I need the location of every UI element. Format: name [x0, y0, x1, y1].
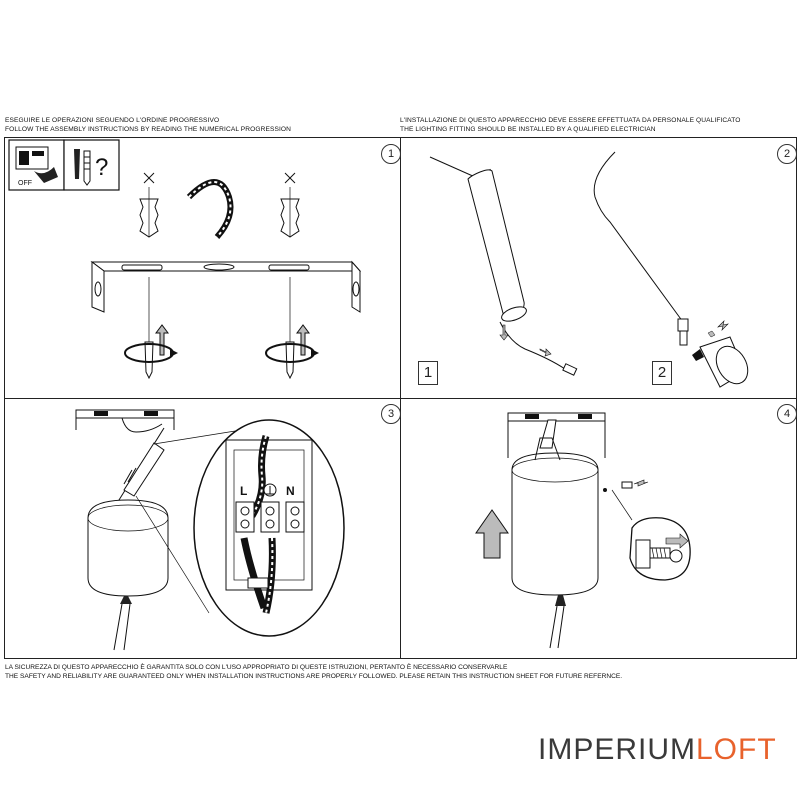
- header-left-line2: FOLLOW THE ASSEMBLY INSTRUCTIONS BY READ…: [5, 126, 291, 133]
- lamp-body-step4: [511, 437, 607, 649]
- screw-right-icon: [265, 277, 319, 380]
- panel-step-4: [400, 398, 797, 659]
- connector-wire: [499, 321, 578, 376]
- step-number-3: 3: [381, 404, 401, 424]
- screw-plug-question-icon: ?: [63, 139, 120, 191]
- step-number-4: 4: [777, 404, 797, 424]
- pendant-cord: [593, 151, 689, 346]
- header-left: ESEGUIRE LE OPERAZIONI SEGUENDO L'ORDINE…: [5, 116, 291, 134]
- brand-part2: LOFT: [696, 733, 777, 766]
- wall-plug-left-icon: [139, 172, 159, 238]
- cable-icon: [186, 179, 234, 240]
- tube-lamp-body: [429, 156, 527, 322]
- gu10-bulb-icon: [692, 320, 749, 388]
- screw-left-icon: [124, 277, 178, 380]
- terminal-l-label: L: [240, 484, 247, 498]
- brand-part1: IMPERIUM: [538, 733, 696, 766]
- ceiling-bracket-step4: [507, 412, 606, 458]
- step-number-2: 2: [777, 144, 797, 164]
- brand-logo: IMPERIUMLOFT: [538, 733, 777, 767]
- step-2-drawing: [429, 151, 749, 388]
- ceiling-bracket: [75, 409, 175, 433]
- terminal-n-label: N: [286, 484, 295, 498]
- footer-line2: THE SAFETY AND RELIABILITY ARE GUARANTEE…: [5, 673, 623, 680]
- header-right-line1: L'INSTALLAZIONE DI QUESTO APPARECCHIO DE…: [400, 117, 741, 124]
- header-left-line1: ESEGUIRE LE OPERAZIONI SEGUENDO L'ORDINE…: [5, 117, 220, 124]
- lamp-body: [87, 499, 169, 651]
- step-1-drawing: OFF ?: [8, 139, 362, 380]
- set-screw-icon: [611, 479, 649, 521]
- header-right-line2: THE LIGHTING FITTING SHOULD BE INSTALLED…: [400, 126, 656, 133]
- substep-box-2: 2: [652, 361, 672, 385]
- up-arrow-icon: [475, 509, 509, 559]
- off-label: OFF: [18, 180, 32, 187]
- header-right: L'INSTALLAZIONE DI QUESTO APPARECCHIO DE…: [400, 116, 741, 134]
- question-mark: ?: [95, 154, 108, 181]
- mounting-bracket: [90, 260, 362, 313]
- step-3-drawing: L N: [75, 409, 345, 651]
- wall-plug-right-icon: [280, 172, 300, 238]
- screw-detail-zoom: [629, 517, 691, 581]
- switch-off-icon: OFF: [8, 139, 65, 191]
- step-4-drawing: [475, 412, 691, 649]
- step-number-1: 1: [381, 144, 401, 164]
- footer-line1: LA SICUREZZA DI QUESTO APPARECCHIO È GAR…: [5, 664, 508, 671]
- terminal-block-zoom: L N: [193, 419, 345, 637]
- footer-text: LA SICUREZZA DI QUESTO APPARECCHIO È GAR…: [5, 663, 622, 681]
- substep-box-1: 1: [418, 361, 438, 385]
